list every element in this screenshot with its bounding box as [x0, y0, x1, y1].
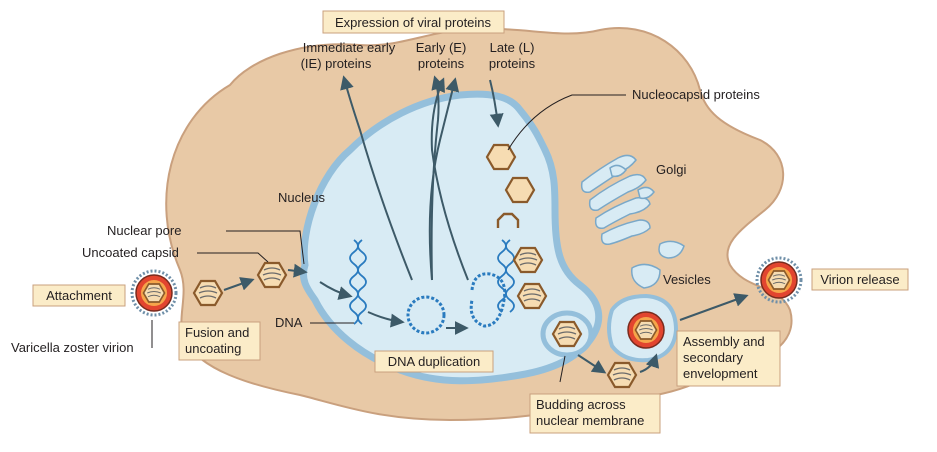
nuclear-pore-label: Nuclear pore [107, 223, 181, 238]
golgi-icon [580, 154, 655, 246]
expression-label-box [322, 10, 505, 34]
virion-release-label: Virion release [820, 272, 899, 287]
budding-label-box [529, 393, 661, 434]
golgi-label: Golgi [656, 162, 686, 177]
capsid-icon [485, 143, 517, 171]
nucleocapsid-label: Nucleocapsid proteins [632, 87, 760, 102]
assembling-virion [627, 311, 665, 349]
ie-label-line1: Immediate early [303, 40, 396, 55]
assembly-label-line2: secondary [683, 350, 743, 365]
dna-label: DNA [275, 315, 303, 330]
early-label-line1: Early (E) [416, 40, 467, 55]
fusion-label-line2: uncoating [185, 341, 241, 356]
virion-icon [130, 269, 178, 317]
vzv-virion-label: Varicella zoster virion [11, 340, 134, 355]
virion-release-label-box [811, 268, 909, 291]
capsid-icon [606, 361, 638, 389]
dna-duplication-label-box [374, 350, 494, 373]
budding-label-line2: nuclear membrane [536, 413, 644, 428]
nucleus-label: Nucleus [278, 190, 325, 205]
expression-label: Expression of viral proteins [335, 15, 492, 30]
capsid-icon [192, 279, 224, 307]
vesicle-icon [631, 240, 685, 289]
capsid-icon [551, 320, 583, 348]
attachment-label-box [32, 284, 126, 307]
assembly-label-line1: Assembly and [683, 334, 765, 349]
ie-label-line2: (IE) proteins [301, 56, 372, 71]
capsid-icon [504, 176, 536, 204]
capsid-icon [256, 261, 288, 289]
vesicles-label: Vesicles [663, 272, 711, 287]
dna-duplication-label: DNA duplication [388, 354, 481, 369]
budding-label-line1: Budding across [536, 397, 626, 412]
virion-icon [755, 256, 803, 304]
leader-lines [151, 94, 626, 383]
late-label-line1: Late (L) [490, 40, 535, 55]
early-label-line2: proteins [418, 56, 465, 71]
fusion-label-line1: Fusion and [185, 325, 249, 340]
pathway-arrows [223, 75, 749, 374]
capsid-icon [516, 282, 548, 310]
fusion-label-box [178, 321, 261, 361]
assembly-label-box [676, 330, 781, 387]
late-label-line2: proteins [489, 56, 536, 71]
attachment-label: Attachment [46, 288, 112, 303]
capsid-icon [512, 246, 544, 274]
capsid-fragment-icon [496, 212, 520, 228]
uncoated-capsid-label: Uncoated capsid [82, 245, 179, 260]
assembly-label-line3: envelopment [683, 366, 758, 381]
dna-helix-icon [349, 239, 515, 335]
